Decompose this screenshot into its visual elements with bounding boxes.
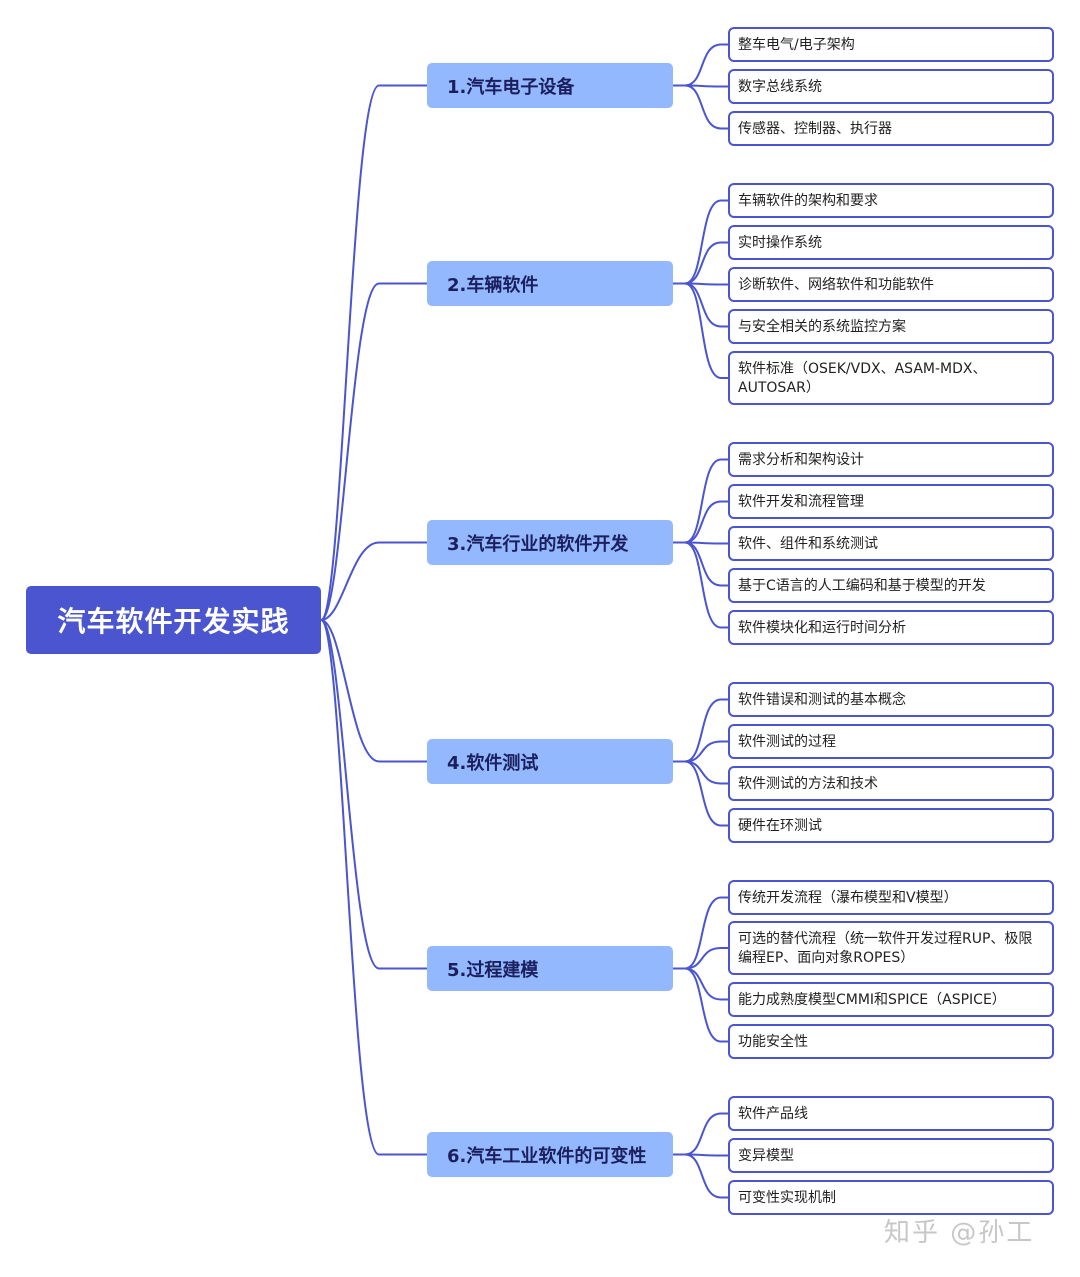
branch-process-modeling[interactable]: 5.过程建模 (427, 946, 673, 991)
leaf-functional-safety[interactable]: 功能安全性 (728, 1024, 1054, 1059)
leaf-testing-process[interactable]: 软件测试的过程 (728, 724, 1054, 759)
leaf-variant-model[interactable]: 变异模型 (728, 1138, 1054, 1173)
branch-software-testing[interactable]: 4.软件测试 (427, 739, 673, 784)
leaf-diagnostic-software[interactable]: 诊断软件、网络软件和功能软件 (728, 267, 1054, 302)
root-connector-4 (320, 619, 427, 763)
leaf-process-management[interactable]: 软件开发和流程管理 (728, 484, 1054, 519)
leaf-connector-5-2 (673, 947, 728, 970)
leaf-connector-1-1 (673, 43, 728, 87)
leaf-variability-mechanism[interactable]: 可变性实现机制 (728, 1180, 1054, 1215)
leaf-safety-monitoring[interactable]: 与安全相关的系统监控方案 (728, 309, 1054, 344)
leaf-connector-4-3 (673, 760, 728, 785)
leaf-connector-3-5 (673, 541, 728, 629)
leaf-connector-2-5 (673, 282, 728, 379)
root-connector-6 (320, 619, 427, 1156)
leaf-software-architecture[interactable]: 车辆软件的架构和要求 (728, 183, 1054, 218)
leaf-connector-4-2 (673, 740, 728, 763)
leaf-sensors-controllers[interactable]: 传感器、控制器、执行器 (728, 111, 1054, 146)
watermark: 知乎 @孙工 (884, 1218, 1035, 1248)
leaf-ee-architecture[interactable]: 整车电气/电子架构 (728, 27, 1054, 62)
leaf-hil-testing[interactable]: 硬件在环测试 (728, 808, 1054, 843)
leaf-testing-methods[interactable]: 软件测试的方法和技术 (728, 766, 1054, 801)
branch-automotive-electronics[interactable]: 1.汽车电子设备 (427, 63, 673, 108)
leaf-cmmi-spice[interactable]: 能力成熟度模型CMMI和SPICE（ASPICE） (728, 982, 1054, 1017)
root-connector-3 (320, 541, 427, 621)
leaf-testing-concepts[interactable]: 软件错误和测试的基本概念 (728, 682, 1054, 717)
leaf-rtos[interactable]: 实时操作系统 (728, 225, 1054, 260)
root-connector-5 (320, 619, 427, 970)
leaf-connector-5-1 (673, 896, 728, 970)
root-topic[interactable]: 汽车软件开发实践 (26, 586, 321, 654)
leaf-digital-bus[interactable]: 数字总线系统 (728, 69, 1054, 104)
leaf-connector-6-3 (673, 1153, 728, 1199)
leaf-software-standards[interactable]: 软件标准（OSEK/VDX、ASAM-MDX、AUTOSAR） (728, 351, 1054, 405)
root-connector-2 (320, 282, 427, 621)
leaf-alternative-process[interactable]: 可选的替代流程（统一软件开发过程RUP、极限编程EP、面向对象ROPES） (728, 921, 1054, 975)
leaf-traditional-process[interactable]: 传统开发流程（瀑布模型和V模型） (728, 880, 1054, 915)
leaf-product-line[interactable]: 软件产品线 (728, 1096, 1054, 1131)
branch-automotive-dev[interactable]: 3.汽车行业的软件开发 (427, 520, 673, 565)
leaf-modularization-timing[interactable]: 软件模块化和运行时间分析 (728, 610, 1054, 645)
leaf-connector-1-3 (673, 84, 728, 130)
leaf-connector-6-1 (673, 1112, 728, 1156)
leaf-c-coding-model-based[interactable]: 基于C语言的人工编码和基于模型的开发 (728, 568, 1054, 603)
branch-vehicle-software[interactable]: 2.车辆软件 (427, 261, 673, 306)
root-connector-1 (320, 84, 427, 621)
leaf-requirements-analysis[interactable]: 需求分析和架构设计 (728, 442, 1054, 477)
branch-software-variability[interactable]: 6.汽车工业软件的可变性 (427, 1132, 673, 1177)
leaf-system-testing[interactable]: 软件、组件和系统测试 (728, 526, 1054, 561)
leaf-connector-5-4 (673, 967, 728, 1043)
leaf-connector-4-4 (673, 760, 728, 827)
